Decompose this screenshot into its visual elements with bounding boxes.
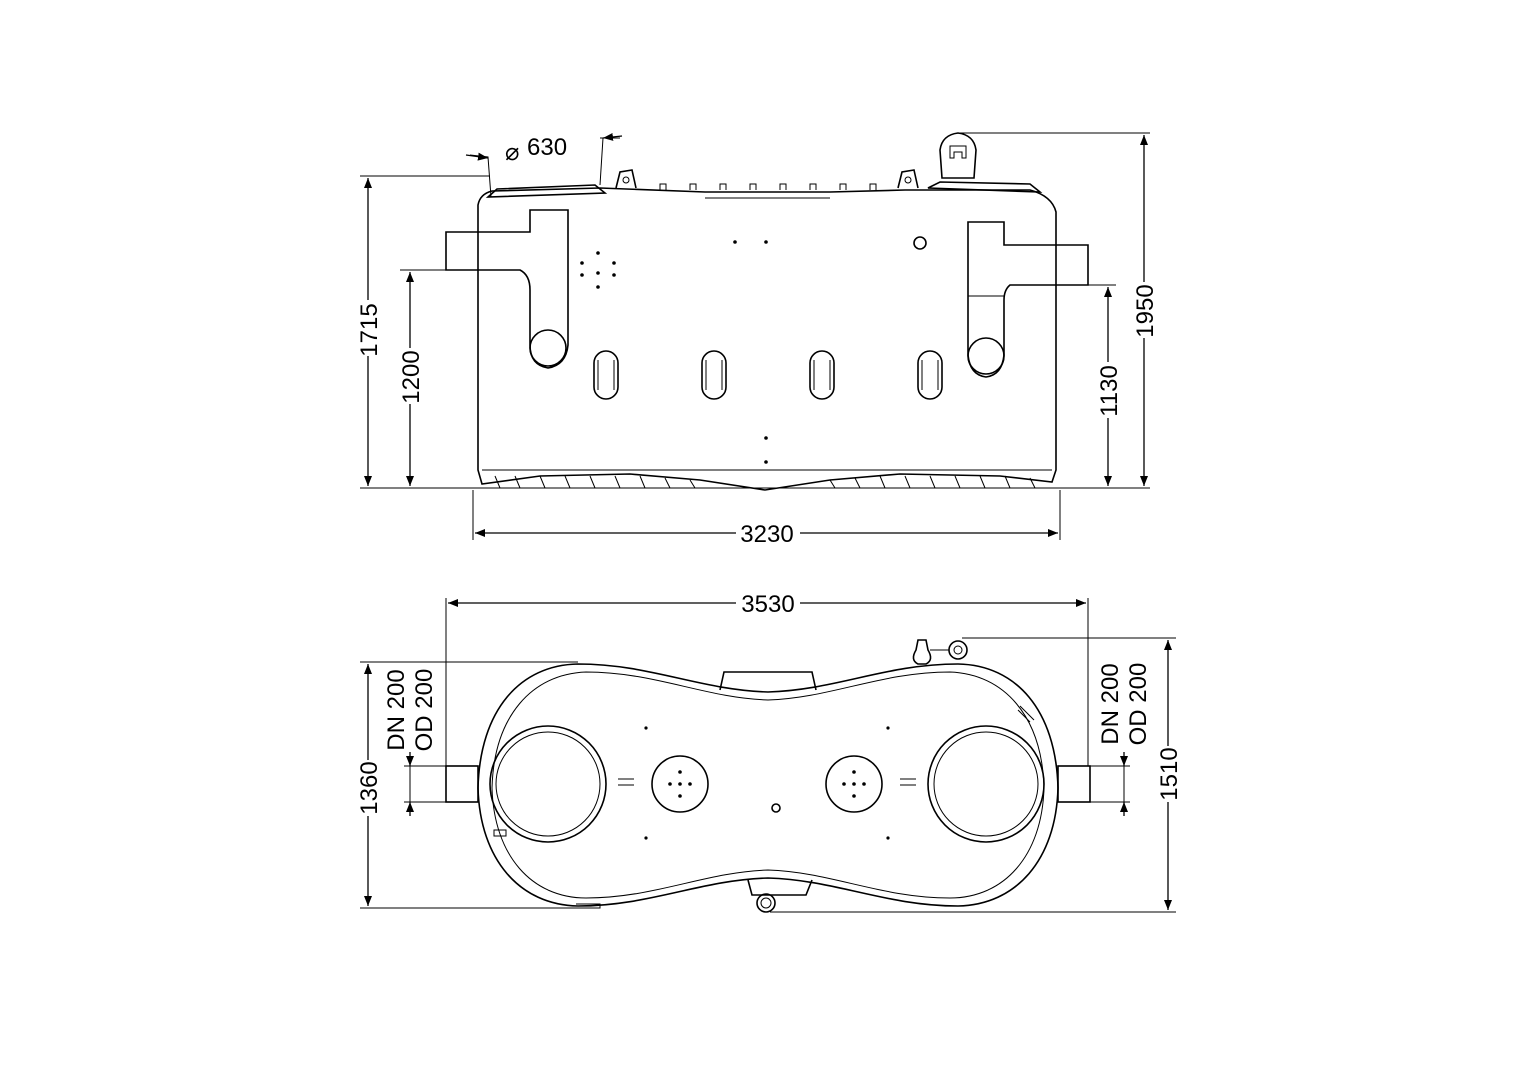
right-cover [927, 181, 1043, 193]
height-1950-label: 1950 [1132, 284, 1159, 337]
top-right-handle [912, 639, 932, 665]
bottom-tab [747, 879, 813, 896]
front-view [445, 132, 1089, 491]
width-1360-label: 1360 [356, 761, 383, 814]
outlet-dn-label: DN 200 [1097, 663, 1124, 744]
inlet-dn-label: DN 200 [383, 669, 410, 750]
tank-outline-top [477, 663, 1059, 907]
height-1130-label: 1130 [1096, 365, 1123, 417]
lifting-eye-left [615, 169, 637, 189]
outlet-od-label: OD 200 [1125, 663, 1152, 746]
bottom-ribs [494, 475, 1036, 489]
bottom-handle-ring [756, 893, 776, 913]
top-tab [719, 671, 817, 691]
cover-dots [644, 726, 890, 840]
vent-dots [580, 240, 768, 464]
top-dimensions: 3530 1360 DN 200 OD 200 DN 200 OD 200 15… [354, 590, 1183, 913]
lifting-eye-right [897, 169, 919, 189]
inspection-cover-right [825, 755, 883, 813]
bottom-latch [576, 903, 601, 909]
inlet-pipe [445, 209, 569, 369]
outlet-pipe [967, 221, 1089, 378]
outlet-stub [1057, 765, 1091, 803]
width-1510-label: 1510 [1156, 747, 1183, 800]
top-handle [939, 132, 977, 179]
height-1200-label: 1200 [398, 350, 425, 403]
sight-port [913, 236, 927, 250]
length-3530-label: 3530 [741, 591, 794, 618]
front-dimensions: 1715 1200 1130 1950 3230 ⌀ 630 [354, 132, 1159, 548]
left-cover [485, 184, 608, 198]
diameter-630-label: 630 [527, 134, 567, 161]
inspection-cover-left [651, 755, 709, 813]
oval-window-3 [809, 350, 835, 400]
height-1715-label: 1715 [356, 303, 383, 356]
manhole-left [489, 725, 607, 843]
top-ribs [659, 183, 877, 199]
inlet-od-label: OD 200 [411, 669, 438, 752]
tank-body-side [477, 187, 1057, 491]
length-3230-label: 3230 [740, 521, 793, 548]
top-view [445, 639, 1091, 913]
oval-window-1 [593, 350, 619, 400]
oval-window-4 [917, 350, 943, 400]
center-port [771, 803, 781, 813]
inlet-stub [445, 765, 479, 803]
manhole-right [927, 725, 1045, 843]
diameter-symbol: ⌀ [505, 139, 519, 166]
oval-window-2 [701, 350, 727, 400]
